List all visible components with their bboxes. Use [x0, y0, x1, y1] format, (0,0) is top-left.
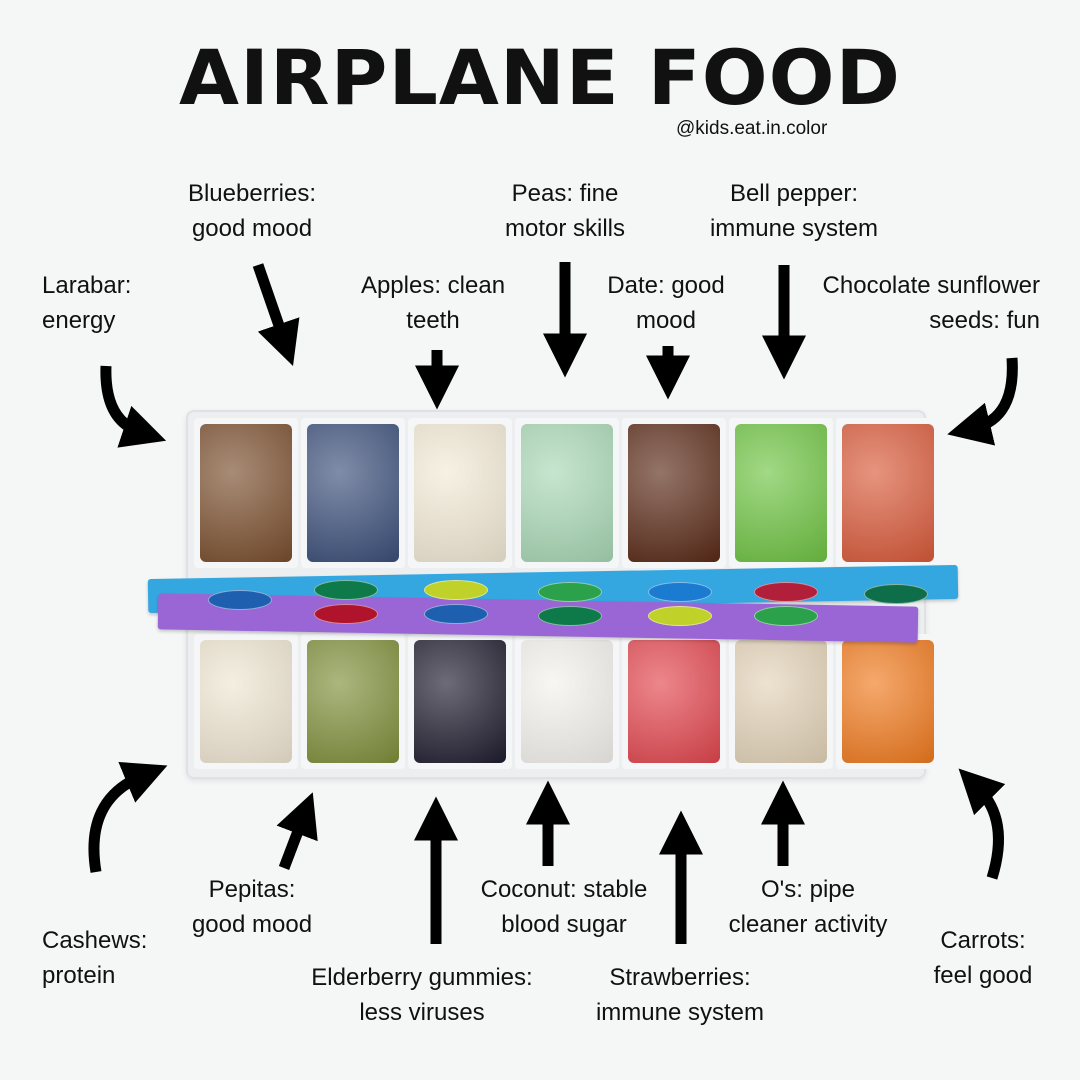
arrow-pepitas-icon: [276, 792, 318, 870]
lid-color-dot: [424, 580, 488, 600]
compartment-top-1: [194, 418, 298, 568]
compartment-bottom-4: [515, 634, 619, 769]
label-larabar: Larabar: energy: [42, 268, 131, 338]
food-item: [414, 424, 506, 562]
label-text: teeth: [406, 307, 460, 334]
food-item: [628, 424, 720, 562]
compartment-top-3: [408, 418, 512, 568]
label-pepitas: Pepitas: good mood: [172, 872, 332, 942]
compartment-bottom-7: [836, 634, 940, 769]
author-handle: @kids.eat.in.color: [676, 118, 828, 139]
label-date: Date: good mood: [596, 268, 736, 338]
food-item: [307, 424, 399, 562]
arrow-larabar-icon: [100, 365, 167, 448]
arrow-carrots-icon: [958, 768, 1006, 880]
label-text: Coconut: stable: [480, 876, 648, 903]
food-item: [735, 640, 827, 763]
label-text: Peas: fine: [511, 180, 619, 207]
label-text: Larabar:: [42, 272, 132, 299]
food-item: [414, 640, 506, 763]
compartment-top-6: [729, 418, 833, 568]
food-item: [842, 640, 934, 763]
compartment-bottom-3: [408, 634, 512, 769]
compartment-top-7: [836, 418, 940, 568]
label-strawberries: Strawberries: immune system: [580, 960, 780, 1030]
snack-container: [147, 410, 959, 779]
label-text: good mood: [191, 911, 313, 938]
lid-color-dot: [538, 606, 602, 626]
label-apples: Apples: clean teeth: [348, 268, 518, 338]
food-item: [521, 640, 613, 763]
label-text: Date: good: [607, 272, 725, 299]
lid-color-dot: [208, 590, 272, 610]
label-text: good mood: [191, 215, 313, 242]
lid-color-dot: [648, 582, 712, 602]
lid-color-dot: [314, 604, 378, 624]
label-bell-pepper: Bell pepper: immune system: [694, 176, 894, 246]
label-text: mood: [635, 307, 697, 334]
arrow-cashews-icon: [88, 761, 168, 873]
label-text: blood sugar: [501, 911, 627, 938]
food-item: [307, 640, 399, 763]
label-text: cleaner activity: [728, 911, 888, 938]
lid-color-dot: [314, 580, 378, 600]
label-text: Blueberries:: [187, 180, 317, 207]
lid-color-dot: [864, 584, 928, 604]
label-text: Pepitas:: [208, 876, 296, 903]
compartment-top-4: [515, 418, 619, 568]
label-text: protein: [42, 962, 116, 989]
label-cashews: Cashews: protein: [42, 923, 147, 993]
page-title: AIRPLANE FOOD: [179, 33, 901, 122]
label-text: Elderberry gummies:: [311, 964, 533, 991]
lid-color-dot: [648, 606, 712, 626]
food-item: [628, 640, 720, 763]
lid-color-dot: [754, 582, 818, 602]
arrow-blueberries-icon: [252, 263, 300, 366]
label-elderberry: Elderberry gummies: less viruses: [296, 960, 548, 1030]
compartment-bottom-1: [194, 634, 298, 769]
food-item: [735, 424, 827, 562]
food-item: [200, 424, 292, 562]
label-text: Cashews:: [42, 927, 148, 954]
lid-color-dot: [538, 582, 602, 602]
label-text: Strawberries:: [609, 964, 751, 991]
arrow-sunflower-seeds-icon: [947, 357, 1018, 446]
compartment-top-5: [622, 418, 726, 568]
label-text: Bell pepper:: [729, 180, 859, 207]
label-text: less viruses: [359, 999, 485, 1026]
compartment-bottom-6: [729, 634, 833, 769]
lid-color-dot: [424, 604, 488, 624]
lid-color-dot: [754, 606, 818, 626]
compartment-top-2: [301, 418, 405, 568]
label-coconut: Coconut: stable blood sugar: [464, 872, 664, 942]
label-text: energy: [42, 307, 116, 334]
food-item: [521, 424, 613, 562]
food-item: [842, 424, 934, 562]
label-os: O's: pipe cleaner activity: [710, 872, 906, 942]
label-peas: Peas: fine motor skills: [490, 176, 640, 246]
food-item: [200, 640, 292, 763]
label-text: O's: pipe: [761, 876, 855, 903]
label-blueberries: Blueberries: good mood: [172, 176, 332, 246]
label-text: seeds: fun: [929, 307, 1040, 334]
label-text: immune system: [595, 999, 765, 1026]
label-carrots: Carrots: feel good: [918, 923, 1048, 993]
label-text: Chocolate sunflower: [822, 272, 1040, 299]
label-text: Carrots:: [940, 927, 1026, 954]
compartment-bottom-2: [301, 634, 405, 769]
label-text: Apples: clean: [360, 272, 506, 299]
label-text: immune system: [709, 215, 879, 242]
label-text: motor skills: [504, 215, 625, 242]
compartment-bottom-5: [622, 634, 726, 769]
label-sunflower-seeds: Chocolate sunflower seeds: fun: [790, 268, 1040, 338]
label-text: feel good: [933, 962, 1033, 989]
